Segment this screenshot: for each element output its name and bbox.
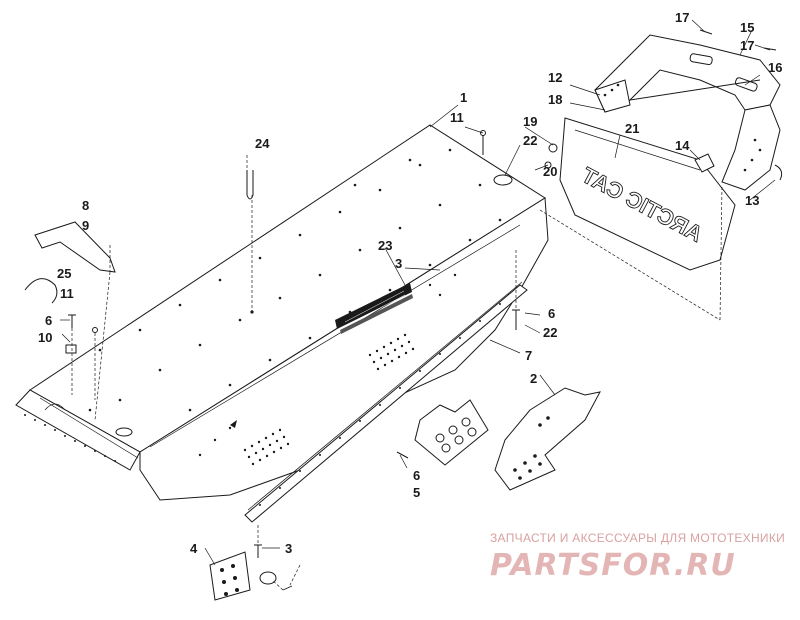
callout-15: 15 bbox=[740, 20, 754, 35]
leader-lines bbox=[60, 19, 776, 591]
bracket-part-5 bbox=[414, 399, 489, 466]
tunnel-assembly bbox=[15, 124, 549, 501]
callout-8: 8 bbox=[82, 198, 89, 213]
callout-13: 13 bbox=[745, 193, 759, 208]
callout-25: 25 bbox=[57, 266, 71, 281]
callout-18: 18 bbox=[548, 92, 562, 107]
plate-part-4 bbox=[209, 551, 251, 601]
callout-6-left: 6 bbox=[45, 313, 52, 328]
rear-bumper bbox=[594, 34, 781, 191]
callout-9: 9 bbox=[82, 218, 89, 233]
callout-12: 12 bbox=[548, 70, 562, 85]
watermark-logo: PARTSFOR.RU bbox=[490, 548, 736, 583]
callout-6-center: 6 bbox=[413, 468, 420, 483]
decal-part-23 bbox=[335, 283, 413, 334]
callout-14: 14 bbox=[675, 138, 690, 153]
clip-part-25 bbox=[24, 278, 58, 304]
callout-17-right: 17 bbox=[740, 38, 754, 53]
callout-19: 19 bbox=[523, 114, 537, 129]
callout-5: 5 bbox=[413, 485, 420, 500]
callout-10: 10 bbox=[38, 330, 52, 345]
tunnel-side-wall bbox=[139, 197, 549, 501]
side-wall-vent-pattern bbox=[198, 273, 457, 466]
callout-22-top: 22 bbox=[523, 133, 537, 148]
watermark-tagline: ЗАПЧАСТИ И АКСЕССУАРЫ ДЛЯ МОТОТЕХНИКИ bbox=[490, 531, 785, 545]
callout-21: 21 bbox=[625, 121, 639, 136]
callout-16: 16 bbox=[768, 60, 782, 75]
callout-23: 23 bbox=[378, 238, 392, 253]
callout-3-top: 3 bbox=[395, 256, 402, 271]
callout-20: 20 bbox=[543, 164, 557, 179]
callout-17-left: 17 bbox=[675, 10, 689, 25]
callout-11-left: 11 bbox=[60, 286, 74, 301]
callout-2: 2 bbox=[530, 371, 537, 386]
callout-22-right: 22 bbox=[543, 325, 557, 340]
callout-1: 1 bbox=[460, 90, 467, 105]
bracket-part-8 bbox=[34, 221, 116, 273]
watermark: ЗАПЧАСТИ И АКСЕССУАРЫ ДЛЯ МОТОТЕХНИКИ PA… bbox=[490, 531, 785, 583]
callout-4: 4 bbox=[190, 541, 198, 556]
callout-3-bottom: 3 bbox=[285, 541, 292, 556]
nut-part-10 bbox=[65, 344, 77, 354]
snow-flap: ARCTIC CAT bbox=[559, 117, 736, 271]
slide-rail-part-7 bbox=[244, 281, 528, 523]
callout-7: 7 bbox=[525, 348, 532, 363]
callout-11-top: 11 bbox=[450, 110, 464, 125]
bracket-part-2 bbox=[494, 387, 601, 491]
callout-labels: 1 2 3 3 4 5 6 6 6 7 8 9 10 11 11 12 13 1… bbox=[38, 10, 782, 556]
hook-part-24 bbox=[246, 170, 254, 200]
callout-24: 24 bbox=[255, 136, 270, 151]
callout-6-right: 6 bbox=[548, 306, 555, 321]
